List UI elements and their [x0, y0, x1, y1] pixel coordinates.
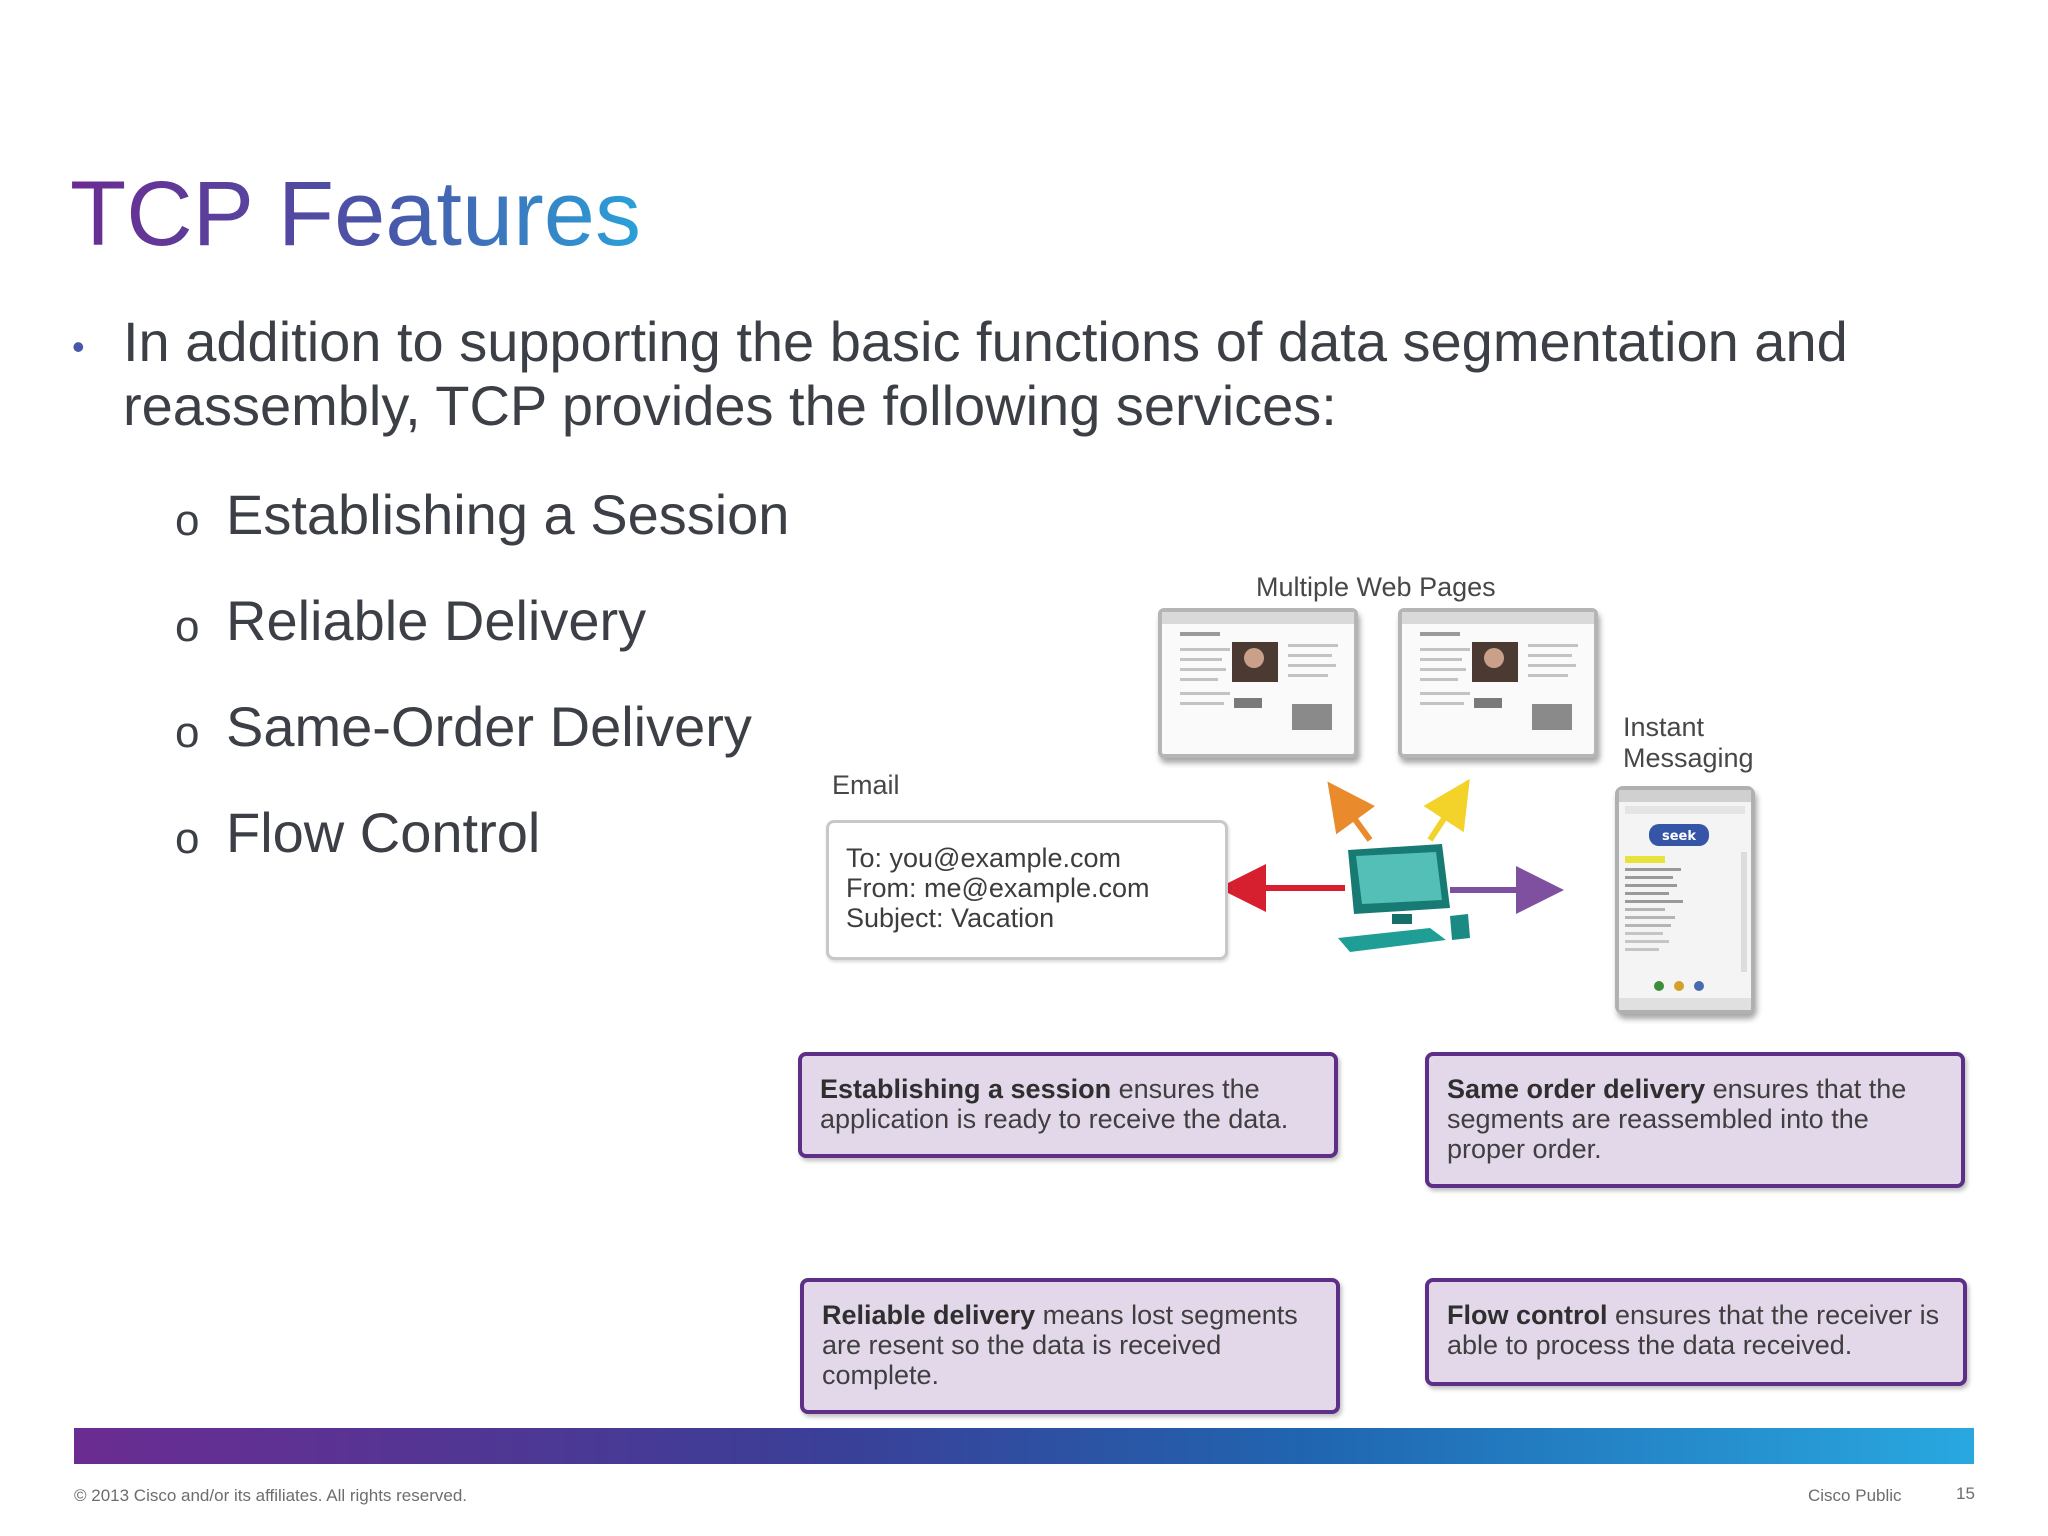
main-bullet-text: In addition to supporting the basic func… — [123, 310, 1963, 438]
sub-item-establishing-session: Establishing a Session — [226, 483, 790, 546]
sub-bullet-marker: o — [175, 814, 200, 863]
sub-bullet-marker: o — [175, 496, 200, 545]
sub-bullet-marker: o — [175, 708, 200, 757]
footer-copyright: © 2013 Cisco and/or its affiliates. All … — [74, 1486, 468, 1505]
info-box-same-order-bold: Same order delivery — [1447, 1074, 1706, 1104]
footer-gradient-bar — [74, 1428, 1974, 1464]
im-label-line-1: Instant — [1623, 712, 1705, 742]
footer-classification: Cisco Public — [1808, 1486, 1902, 1505]
main-bullet-line-1: In addition to supporting the basic func… — [123, 310, 1848, 373]
web-pages-label: Multiple Web Pages — [1256, 572, 1496, 602]
info-box-flow-control: Flow control ensures that the receiver i… — [1425, 1278, 1967, 1386]
sub-bullet-marker: o — [175, 602, 200, 651]
sub-item-reliable-delivery: Reliable Delivery — [226, 589, 647, 652]
slide-title: TCP Features — [70, 163, 641, 265]
sub-item-same-order-delivery: Same-Order Delivery — [226, 695, 752, 758]
email-to-line: To: you@example.com — [846, 843, 1122, 873]
info-box-reliable-delivery: Reliable delivery means lost segments ar… — [800, 1278, 1340, 1414]
info-box-flow-bold: Flow control — [1447, 1300, 1608, 1330]
network-arrows-diagram — [1220, 778, 1564, 952]
info-box-flow-text: ensures that the receiver is able to pro… — [1447, 1300, 1940, 1360]
main-bullet-line-2: reassembly, TCP provides the following s… — [123, 374, 1337, 437]
info-box-same-order-text: ensures that the segments are reassemble… — [1447, 1074, 1907, 1164]
web-page-thumbnail-icon — [1402, 612, 1594, 730]
web-page-window-1 — [1158, 608, 1358, 758]
info-box-session-bold: Establishing a session — [820, 1074, 1112, 1104]
web-page-thumbnail-icon — [1162, 612, 1354, 730]
email-subject-line: Subject: Vacation — [846, 903, 1055, 933]
info-box-session-text: ensures the application is ready to rece… — [820, 1074, 1289, 1134]
email-message-box: To: you@example.com From: me@example.com… — [826, 820, 1228, 960]
footer-page-number: 15 — [1956, 1484, 1975, 1503]
im-brand-text: seek — [1662, 829, 1696, 844]
instant-messaging-window: seek — [1615, 786, 1755, 1014]
bullet-dot: • — [72, 326, 85, 367]
email-from-line: From: me@example.com — [846, 873, 1150, 903]
computer-icon — [1338, 844, 1470, 952]
im-label-line-2: Messaging — [1623, 743, 1754, 773]
info-box-reliable-bold: Reliable delivery — [822, 1300, 1036, 1330]
sub-item-flow-control: Flow Control — [226, 801, 541, 864]
web-page-window-2 — [1398, 608, 1598, 758]
instant-messaging-label: Instant Messaging — [1623, 712, 1754, 774]
arrow-to-web-page-1 — [1327, 781, 1376, 842]
email-label: Email — [832, 770, 900, 800]
info-box-reliable-text: means lost segments are resent so the da… — [822, 1300, 1298, 1390]
info-box-establishing-session: Establishing a session ensures the appli… — [798, 1052, 1338, 1158]
info-box-same-order-delivery: Same order delivery ensures that the seg… — [1425, 1052, 1965, 1188]
im-window-thumbnail-icon: seek — [1619, 790, 1751, 1010]
arrow-to-web-page-2 — [1423, 778, 1470, 842]
